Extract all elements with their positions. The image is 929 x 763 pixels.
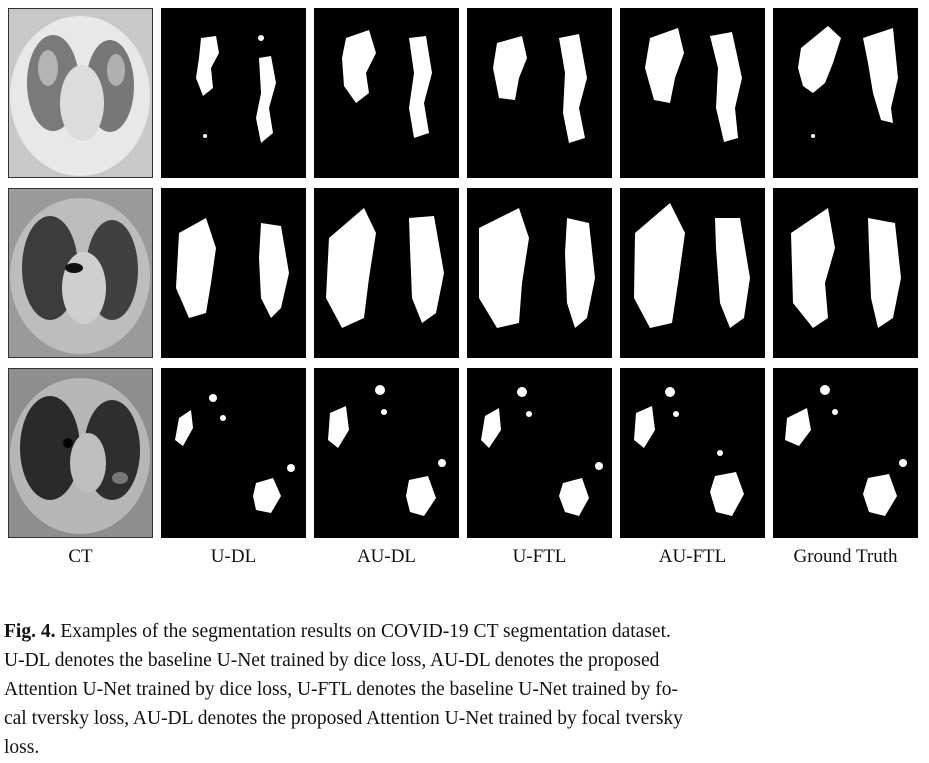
- caption-line-5: loss.: [4, 737, 40, 758]
- mask-auftl-row1: [620, 8, 765, 178]
- mask-ground-truth-row2: [773, 188, 918, 358]
- column-label-audl: AU-DL: [356, 546, 417, 567]
- column-label-udl: U-DL: [210, 546, 257, 567]
- caption-label: Fig. 4.: [4, 621, 56, 642]
- mask-ground-truth-row1: [773, 8, 918, 178]
- column-label-ct: CT: [68, 546, 93, 567]
- mask-uftl-row3: [467, 368, 612, 538]
- mask-udl-row1: [161, 8, 306, 178]
- caption-text-1: Examples of the segmentation results on …: [60, 621, 671, 642]
- mask-udl-row3: [161, 368, 306, 538]
- mask-udl-row2: [161, 188, 306, 358]
- mask-audl-row2: [314, 188, 459, 358]
- column-labels: CT U-DL AU-DL U-FTL AU-FTL Ground Truth: [8, 546, 918, 570]
- ct-scan-row2: [8, 188, 153, 358]
- caption-line-4: cal tversky loss, AU-DL denotes the prop…: [4, 708, 683, 729]
- mask-audl-row1: [314, 8, 459, 178]
- mask-ground-truth-row3: [773, 368, 918, 538]
- mask-auftl-row3: [620, 368, 765, 538]
- mask-uftl-row1: [467, 8, 612, 178]
- caption-line-2: U-DL denotes the baseline U-Net trained …: [4, 650, 660, 671]
- caption-line-1: Fig. 4. Examples of the segmentation res…: [4, 617, 922, 646]
- ct-scan-row3: [8, 368, 153, 538]
- column-label-ground-truth: Ground Truth: [793, 546, 898, 567]
- mask-uftl-row2: [467, 188, 612, 358]
- column-label-uftl: U-FTL: [512, 546, 567, 567]
- ct-scan-row1: [8, 8, 153, 178]
- mask-audl-row3: [314, 368, 459, 538]
- figure-grid: [8, 8, 918, 538]
- caption-line-3: Attention U-Net trained by dice loss, U-…: [4, 679, 679, 700]
- mask-auftl-row2: [620, 188, 765, 358]
- figure-caption: Fig. 4. Examples of the segmentation res…: [4, 617, 922, 762]
- column-label-auftl: AU-FTL: [658, 546, 727, 567]
